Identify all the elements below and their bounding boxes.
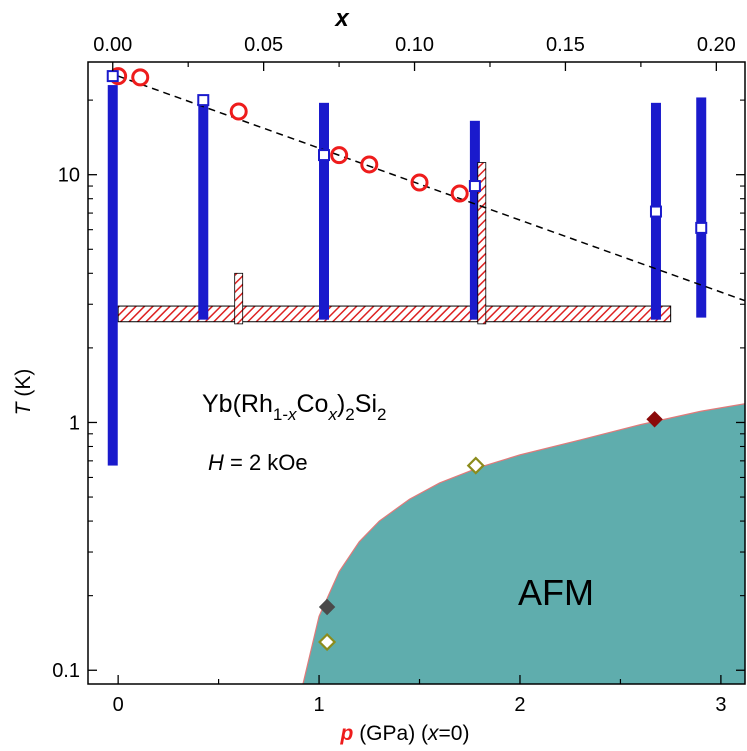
afm-label: AFM xyxy=(518,572,594,613)
axis-ticks: 0 1 2 3 0.00 0.05 0.10 0.15 0.20 0.1 1 10 xyxy=(52,34,745,716)
x-bottom-tick-label: 0 xyxy=(113,694,124,716)
diamond-point xyxy=(318,598,336,616)
formula-label: Yb(Rh1-xCox)2Si2 xyxy=(202,390,386,424)
y-tick-label: 0.1 xyxy=(52,660,80,682)
y-axis-unit: (K) xyxy=(12,369,35,403)
x-bottom-unit: (GPa) ( xyxy=(353,722,428,745)
circle-point xyxy=(330,146,349,165)
blue-bar xyxy=(469,120,480,320)
square-point xyxy=(649,205,662,218)
square-point xyxy=(468,180,481,193)
field-label: H = 2 kOe xyxy=(208,450,308,475)
x-top-tick-label: 0.20 xyxy=(697,34,736,56)
x-top-axis-label: x xyxy=(333,5,350,32)
square-point xyxy=(318,149,331,162)
circle-point xyxy=(360,155,379,174)
square-point xyxy=(695,221,708,234)
square-point xyxy=(197,94,210,107)
x-bottom-var2: x xyxy=(427,722,440,745)
plot-area: AFM xyxy=(106,67,745,684)
y-tick-label: 10 xyxy=(58,165,80,187)
plot-clip-group: AFM xyxy=(106,67,745,684)
x-bottom-var: p xyxy=(340,722,354,745)
x-top-tick-label: 0.05 xyxy=(244,34,283,56)
diamond-point xyxy=(318,632,337,652)
blue-bar xyxy=(319,102,330,320)
blue-bar xyxy=(107,85,118,466)
hatched-bar-horizontal xyxy=(117,305,672,323)
x-top-tick-label: 0.15 xyxy=(546,34,585,56)
blue-bar xyxy=(696,97,707,318)
diamond-point xyxy=(466,456,485,475)
circle-point xyxy=(450,184,469,203)
y-tick-label: 1 xyxy=(69,412,80,434)
x-bottom-tick-label: 2 xyxy=(514,694,525,716)
circle-point xyxy=(229,102,248,121)
circle-point xyxy=(410,173,429,192)
x-top-tick-label: 0.00 xyxy=(93,34,132,56)
circle-point xyxy=(131,68,150,87)
hatched-bar-vertical xyxy=(234,272,244,325)
afm-region xyxy=(302,403,745,684)
hatched-bar-vertical xyxy=(477,162,487,325)
dashed-fit-line xyxy=(117,75,745,302)
x-top-tick-label: 0.10 xyxy=(395,34,434,56)
blue-bar xyxy=(198,97,209,320)
diamond-point xyxy=(646,411,663,428)
plot-frame xyxy=(87,61,746,685)
y-axis-var: T xyxy=(12,400,35,415)
square-point xyxy=(106,70,119,83)
x-bottom-tick-label: 3 xyxy=(715,694,726,716)
x-bottom-tick-label: 1 xyxy=(313,694,324,716)
afm-boundary-line xyxy=(302,403,745,684)
x-bottom-axis-label: p (GPa) (x=0) xyxy=(340,722,470,745)
x-bottom-end: =0) xyxy=(439,722,470,745)
y-axis-label: T (K) xyxy=(12,369,35,416)
